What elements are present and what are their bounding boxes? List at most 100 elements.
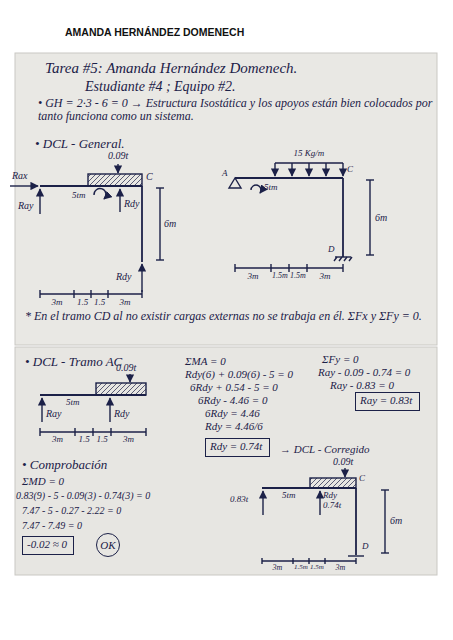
frame-sketch xyxy=(342,163,343,176)
handwritten-note: Rax xyxy=(12,170,28,181)
handwritten-note: Ray xyxy=(18,200,34,211)
frame-sketch xyxy=(119,189,120,212)
frame-sketch xyxy=(235,177,343,179)
handwritten-note: 1.5 xyxy=(77,298,88,308)
handwritten-note: ΣMD = 0 xyxy=(22,475,64,487)
frame-sketch xyxy=(107,290,108,298)
frame-sketch xyxy=(156,259,164,260)
result-box: Rdy = 0.74t xyxy=(205,438,270,457)
frame-sketch xyxy=(96,383,146,395)
handwritten-note: 3m xyxy=(123,435,134,445)
frame-sketch xyxy=(141,186,143,262)
handwritten-note: Rdy(6) + 0.09(6) - 5 = 0 xyxy=(185,368,293,380)
handwritten-note: Rdy xyxy=(114,408,130,419)
handwritten-note: D xyxy=(362,542,369,552)
handwritten-note: 1.5 xyxy=(78,435,89,445)
handwritten-note: 6m xyxy=(164,218,176,229)
handwritten-note: 0.09t xyxy=(108,150,128,161)
handwritten-note: ΣFy = 0 xyxy=(322,353,359,365)
frame-sketch xyxy=(159,188,160,260)
handwritten-note: Rdy = 4.46/6 xyxy=(205,420,263,432)
handwritten-note: 0.83t xyxy=(230,495,248,505)
frame-sketch xyxy=(39,189,40,214)
result-box: -0.02 ≈ 0 xyxy=(22,536,74,555)
frame-sketch xyxy=(39,290,40,298)
paper-photo xyxy=(15,347,437,575)
handwritten-note: 6Rdy - 4.46 = 0 xyxy=(198,394,267,406)
handwritten-note: Ray - 0.83 = 0 xyxy=(330,379,394,391)
handwritten-note: 0.09t xyxy=(116,362,136,373)
handwritten-note: 5tm xyxy=(66,398,80,408)
frame-sketch xyxy=(109,398,110,422)
frame-sketch xyxy=(319,491,320,515)
frame-sketch xyxy=(141,264,142,292)
frame-sketch xyxy=(381,489,389,490)
frame-sketch xyxy=(334,257,352,261)
frame-sketch xyxy=(10,163,389,564)
frame-sketch xyxy=(141,290,142,298)
frame-sketch xyxy=(229,178,241,188)
handwritten-note: C xyxy=(146,171,153,182)
check-circle: OK xyxy=(96,533,120,557)
frame-sketch xyxy=(251,185,261,193)
handwritten-note: 6m xyxy=(390,515,402,526)
frame-sketch xyxy=(355,488,357,555)
frame-sketch xyxy=(348,555,364,556)
handwritten-note: Tarea #5: Amanda Hernández Domenech. xyxy=(45,60,297,77)
frame-sketch xyxy=(291,163,292,176)
frame-sketch xyxy=(310,478,356,488)
handwritten-note: 1.5 xyxy=(94,298,105,308)
handwritten-note: 6m xyxy=(375,212,387,223)
node-text: Ray = 0.83t xyxy=(360,394,415,407)
frame-sketch xyxy=(117,164,118,173)
frame-sketch xyxy=(235,264,343,272)
handwritten-note: 6Rdy + 0.54 - 5 = 0 xyxy=(190,381,278,393)
handwritten-note: 5tm xyxy=(72,191,86,201)
handwritten-note: 0.83(9) - 5 - 0.09(3) - 0.74(3) = 0 xyxy=(16,490,150,501)
handwritten-note: Estudiante #4 ; Equipo #2. xyxy=(85,79,236,94)
frame-sketch xyxy=(129,374,130,382)
handwritten-note: 6Rdy = 4.46 xyxy=(205,407,260,419)
frame-sketch xyxy=(342,178,344,257)
handwritten-note: 3m xyxy=(320,272,331,282)
handwritten-note: • DCL - Tramo AC xyxy=(25,355,122,369)
handwritten-note: 1.5 xyxy=(96,435,107,445)
handwritten-note: 5tm xyxy=(264,183,278,193)
handwritten-note: 3m xyxy=(52,298,63,308)
handwritten-note: 7.47 - 7.49 = 0 xyxy=(22,520,82,531)
frame-sketch xyxy=(73,290,74,298)
frame-sketch xyxy=(344,468,345,477)
handwritten-note: Rdy xyxy=(124,198,140,209)
frame-sketch xyxy=(262,491,263,515)
frame-sketch xyxy=(308,163,309,176)
frame-sketch xyxy=(10,185,38,186)
handwritten-note: 0.09t xyxy=(333,456,353,467)
frame-sketch xyxy=(366,179,374,180)
handwritten-note: 1.5m xyxy=(290,272,306,281)
node-text: Rdy = 0.74t xyxy=(210,440,265,453)
handwritten-note: Ray xyxy=(46,408,62,419)
frame-sketch xyxy=(94,189,106,199)
frame-sketch xyxy=(90,290,91,298)
handwritten-note: Rdy xyxy=(323,491,337,501)
frame-sketch xyxy=(366,254,374,255)
handwritten-note: 7.47 - 5 - 0.27 - 2.22 = 0 xyxy=(22,505,121,516)
handwritten-note: 3m xyxy=(248,272,259,282)
handwritten-note: 5tm xyxy=(282,491,296,501)
result-box: Ray = 0.83t xyxy=(355,392,420,411)
handwritten-note: Rdy xyxy=(116,271,132,282)
paper-photo xyxy=(15,53,437,345)
page-header: AMANDA HERNÁNDEZ DOMENECH xyxy=(65,26,244,38)
handwritten-note: C xyxy=(359,474,365,484)
frame-sketch xyxy=(384,490,385,553)
frame-sketch xyxy=(381,552,389,553)
node-text: -0.02 ≈ 0 xyxy=(27,538,69,551)
paper-photo xyxy=(15,53,437,575)
handwritten-note: 3m xyxy=(120,298,131,308)
handwritten-note: ΣMA = 0 xyxy=(185,355,226,367)
frame-sketch xyxy=(274,163,275,176)
handwritten-note: • GH = 2·3 - 6 = 0 → Estructura Isostáti… xyxy=(38,97,433,123)
handwritten-note: D xyxy=(328,245,335,255)
frame-sketch xyxy=(325,163,326,176)
